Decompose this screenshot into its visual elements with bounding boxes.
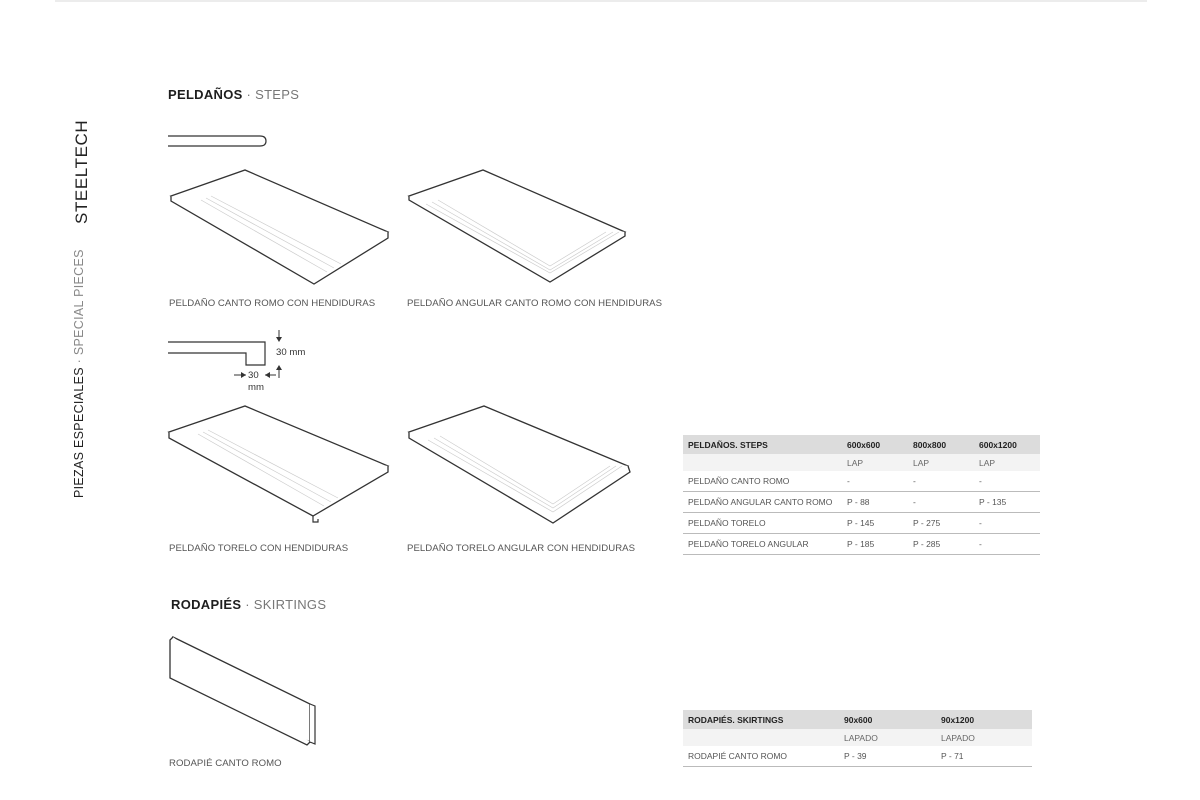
bullnose-step-drawing (169, 169, 390, 285)
steps-table-header: 600x600 (842, 435, 908, 454)
skirtings-title-es: RODAPIÉS (171, 597, 242, 612)
table-cell: P - 185 (842, 533, 908, 555)
skirtings-table-subheader: LAPADO (936, 729, 1032, 746)
table-cell: RODAPIÉ CANTO ROMO (683, 746, 839, 767)
steps-table-subheader: LAP (908, 454, 974, 471)
table-cell: - (974, 512, 1040, 534)
steps-table-header: 800x800 (908, 435, 974, 454)
top-divider (55, 0, 1147, 2)
torelo-step-drawing (167, 405, 390, 523)
caption-torelo-step: PELDAÑO TORELO CON HENDIDURAS (169, 543, 349, 554)
steps-table-subheader: LAP (974, 454, 1040, 471)
pieces-label-es: PIEZAS ESPECIALES (72, 367, 86, 498)
caption-skirting: RODAPIÉ CANTO ROMO (169, 758, 282, 769)
angular-torelo-step-drawing (407, 405, 631, 524)
skirtings-section-title: RODAPIÉS · SKIRTINGS (171, 597, 326, 612)
skirtings-table-header: 90x1200 (936, 710, 1032, 729)
skirtings-table-subheader-row: LAPADO LAPADO (683, 729, 1032, 746)
bullnose-profile-drawing (168, 135, 267, 147)
angular-bullnose-step-drawing (407, 169, 627, 283)
table-row: PELDAÑO CANTO ROMO - - - (683, 471, 1040, 492)
steps-title-en: STEPS (255, 87, 300, 102)
skirting-drawing (169, 635, 316, 746)
steps-table-subheader-row: LAP LAP LAP (683, 454, 1040, 471)
steps-spec-table: PELDAÑOS. STEPS 600x600 800x800 600x1200… (683, 435, 1040, 555)
table-cell: P - 71 (936, 746, 1032, 767)
table-cell: P - 88 (842, 491, 908, 513)
dimension-vertical: 30 mm (276, 347, 306, 358)
steps-table-header: PELDAÑOS. STEPS (683, 435, 842, 454)
skirtings-table-header-row: RODAPIÉS. SKIRTINGS 90x600 90x1200 (683, 710, 1032, 729)
table-cell: PELDAÑO ANGULAR CANTO ROMO (683, 491, 842, 513)
steps-table-subheader: LAP (842, 454, 908, 471)
torelo-profile-drawing (168, 330, 282, 378)
table-cell: PELDAÑO TORELO (683, 512, 842, 534)
steps-table-subheader (683, 454, 842, 471)
table-cell: PELDAÑO CANTO ROMO (683, 471, 842, 492)
table-row: PELDAÑO TORELO P - 145 P - 275 - (683, 512, 1040, 534)
skirtings-table-header: RODAPIÉS. SKIRTINGS (683, 710, 839, 729)
skirtings-spec-table: RODAPIÉS. SKIRTINGS 90x600 90x1200 LAPAD… (683, 710, 1032, 767)
steps-section-title: PELDAÑOS · STEPS (168, 87, 299, 102)
table-row: RODAPIÉ CANTO ROMO P - 39 P - 71 (683, 746, 1032, 767)
caption-angular-bullnose-step: PELDAÑO ANGULAR CANTO ROMO CON HENDIDURA… (407, 298, 663, 309)
table-cell: - (908, 491, 974, 513)
pieces-label-en: SPECIAL PIECES (72, 249, 86, 356)
table-cell: P - 135 (974, 491, 1040, 513)
skirtings-table-subheader (683, 729, 839, 746)
skirtings-table-header: 90x600 (839, 710, 936, 729)
brand-vertical-label: STEELTECH (72, 119, 91, 224)
steps-title-separator: · (242, 87, 256, 102)
pieces-separator: · (72, 355, 86, 368)
table-cell: - (842, 471, 908, 492)
skirtings-title-en: SKIRTINGS (253, 597, 327, 612)
skirtings-table-subheader: LAPADO (839, 729, 936, 746)
dimension-horizontal-unit: mm (248, 382, 264, 393)
skirtings-title-separator: · (241, 597, 254, 612)
table-row: PELDAÑO TORELO ANGULAR P - 185 P - 285 - (683, 533, 1040, 555)
table-cell: P - 39 (839, 746, 936, 767)
table-cell: PELDAÑO TORELO ANGULAR (683, 533, 842, 555)
steps-table-header-row: PELDAÑOS. STEPS 600x600 800x800 600x1200 (683, 435, 1040, 454)
caption-angular-torelo-step: PELDAÑO TORELO ANGULAR CON HENDIDURAS (407, 543, 636, 554)
table-cell: P - 145 (842, 512, 908, 534)
steps-title-es: PELDAÑOS (168, 87, 243, 102)
steps-table-header: 600x1200 (974, 435, 1040, 454)
caption-bullnose-step: PELDAÑO CANTO ROMO CON HENDIDURAS (169, 298, 376, 309)
dimension-horizontal-value: 30 (248, 370, 259, 381)
table-cell: - (974, 533, 1040, 555)
table-row: PELDAÑO ANGULAR CANTO ROMO P - 88 - P - … (683, 491, 1040, 513)
section-vertical-label: PIEZAS ESPECIALES · SPECIAL PIECES (72, 249, 86, 498)
table-cell: - (908, 471, 974, 492)
table-cell: P - 275 (908, 512, 974, 534)
table-cell: - (974, 471, 1040, 492)
table-cell: P - 285 (908, 533, 974, 555)
